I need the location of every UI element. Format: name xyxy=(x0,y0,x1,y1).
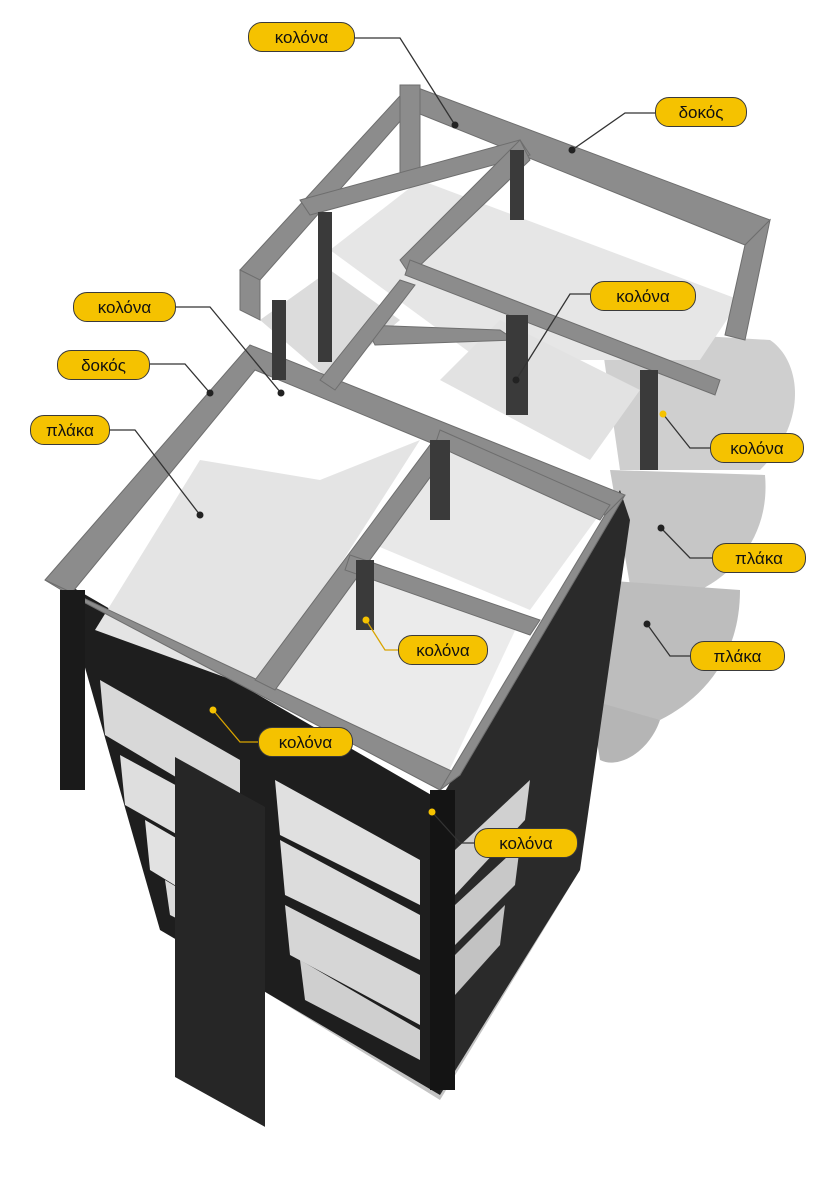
label-column-top-left: κολόνα xyxy=(248,22,355,52)
label-column-right-upper: κολόνα xyxy=(590,281,696,311)
label-beam-left: δοκός xyxy=(57,350,150,380)
columns xyxy=(60,150,658,1090)
label-column-right-mid: κολόνα xyxy=(710,433,804,463)
building-body xyxy=(60,490,630,1127)
label-slab-left: πλάκα xyxy=(30,415,110,445)
label-column-left: κολόνα xyxy=(73,292,176,322)
leader-lines xyxy=(110,37,712,844)
label-column-front: κολόνα xyxy=(258,727,353,757)
ground-shadow xyxy=(165,850,580,1100)
label-slab-right-lower: πλάκα xyxy=(690,641,785,671)
beam-frame xyxy=(44,84,771,791)
label-beam-top-right: δοκός xyxy=(655,97,747,127)
label-column-corner: κολόνα xyxy=(474,828,578,858)
label-slab-right-upper: πλάκα xyxy=(712,543,806,573)
label-column-center: κολόνα xyxy=(398,635,488,665)
